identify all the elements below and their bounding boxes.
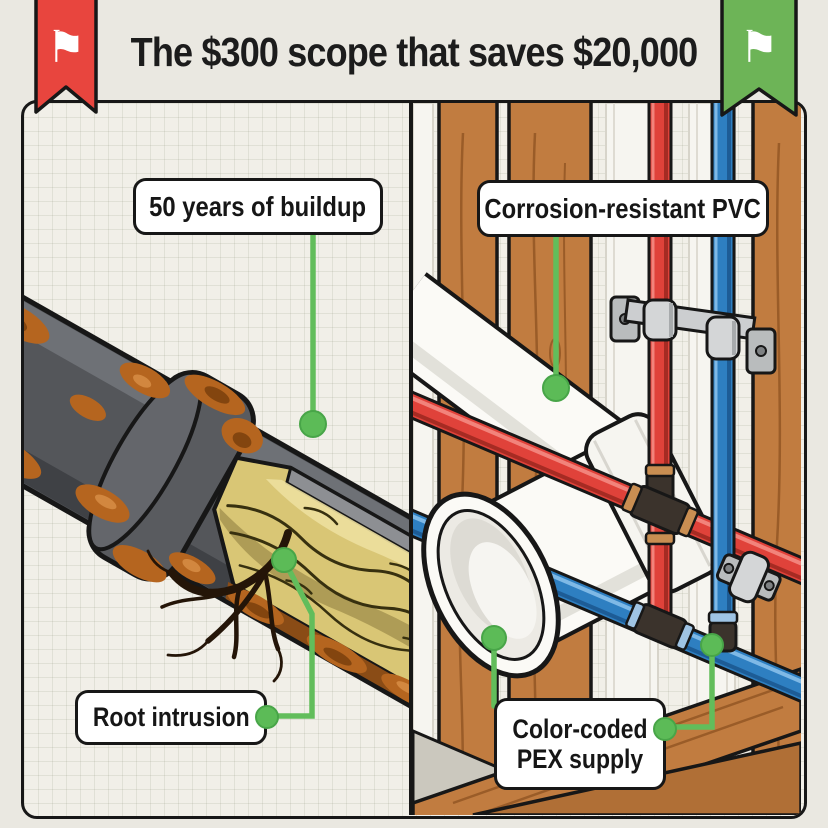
callout-pvc-label: Corrosion-resistant PVC <box>484 192 762 224</box>
pipe-bracket-top <box>609 295 777 375</box>
page-title: The $300 scope that saves $20,000 <box>130 29 699 75</box>
callout-root-label: Root intrusion <box>92 702 250 733</box>
panel-old-pipe <box>24 103 411 815</box>
callout-pex-label: Color-coded PEX supply <box>512 713 648 774</box>
flag-icon: ⚑ <box>739 22 779 73</box>
rust-dark-spots <box>24 311 352 666</box>
pex-red-diagonal <box>413 390 801 586</box>
rust-light-spots <box>95 374 411 695</box>
callout-root: Root intrusion <box>75 690 267 745</box>
pipe-clamp-diagonal <box>715 550 782 604</box>
callout-pex: Color-coded PEX supply <box>494 698 666 790</box>
title-band: The $300 scope that saves $20,000 <box>0 0 828 100</box>
old-pipe-illustration <box>24 268 411 745</box>
pvc-open-end <box>421 491 561 679</box>
callout-buildup: 50 years of buildup <box>133 178 383 235</box>
flag-icon: ⚑ <box>46 22 86 73</box>
ribbon-red: ⚑ <box>33 0 99 118</box>
tee-fitting-red <box>621 463 699 546</box>
panel-divider <box>409 103 413 815</box>
ribbon-green-shape <box>720 0 798 117</box>
callout-pvc: Corrosion-resistant PVC <box>477 180 769 237</box>
callout-buildup-label: 50 years of buildup <box>149 190 367 222</box>
ribbon-green: ⚑ <box>719 0 799 122</box>
elbow-fitting-blue <box>707 610 739 653</box>
ribbon-red-shape <box>34 0 98 114</box>
old-pipe <box>24 268 411 745</box>
